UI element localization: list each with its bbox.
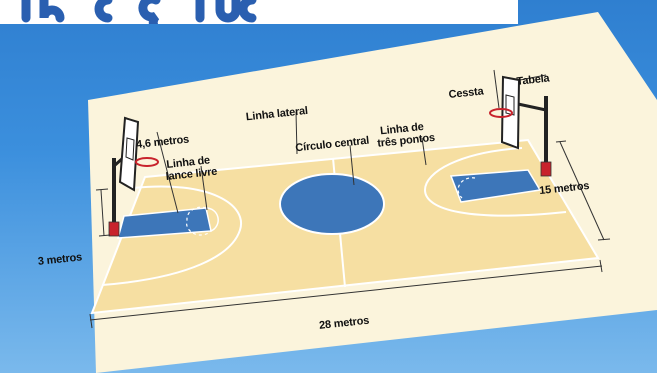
left-free-throw-arc <box>205 207 219 232</box>
label-tabela: Tabela <box>516 72 551 87</box>
label-cessta: Cessta <box>448 85 485 101</box>
title-fragment <box>21 0 257 24</box>
label-3-metros: 3 metros <box>37 251 82 268</box>
leader-lines <box>156 69 547 214</box>
left-free-throw-arc-dashed <box>185 206 212 236</box>
left-backboard-square <box>125 137 135 161</box>
center-circle <box>279 173 385 235</box>
dimension-lines <box>89 140 611 329</box>
right-backboard-square <box>505 94 515 116</box>
label-lance-livre: lance livre <box>165 166 218 183</box>
right-three-point-line <box>423 147 567 217</box>
label-4-6-metros: 4,6 metros <box>136 133 190 150</box>
left-post-padding <box>108 221 120 237</box>
court-outline <box>90 138 600 315</box>
label-28-metros: 28 metros <box>319 315 370 332</box>
right-arm <box>517 102 547 112</box>
top-banner <box>0 0 518 24</box>
left-rim <box>135 157 159 167</box>
label-linha-de-2: Linha de <box>380 121 425 138</box>
left-backboard <box>118 116 140 192</box>
right-rim <box>489 108 513 118</box>
left-three-point-line <box>101 185 243 286</box>
label-15-metros: 15 metros <box>539 180 590 197</box>
label-linha-de: Linha de <box>166 154 211 171</box>
right-post-padding <box>540 161 552 177</box>
